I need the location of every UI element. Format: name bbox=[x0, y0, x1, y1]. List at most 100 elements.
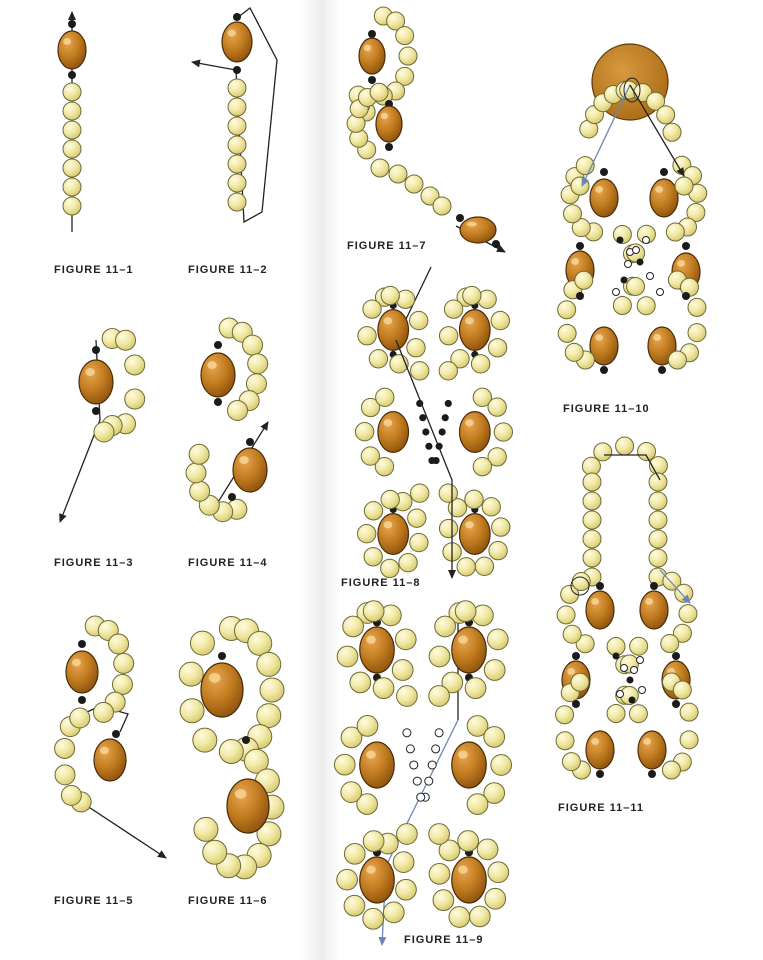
yellow-bead bbox=[356, 793, 378, 815]
yellow-bead bbox=[646, 91, 666, 111]
amber-bead-highlight bbox=[591, 598, 600, 605]
yellow-bead bbox=[438, 483, 458, 503]
yellow-bead bbox=[115, 329, 137, 351]
seed-bead bbox=[68, 71, 76, 79]
yellow-bead bbox=[410, 361, 430, 381]
yellow-bead bbox=[60, 784, 82, 806]
yellow-bead bbox=[466, 715, 489, 737]
amber-oval-bead bbox=[200, 352, 236, 398]
seed-bead bbox=[419, 414, 427, 422]
yellow-bead bbox=[556, 605, 576, 625]
seed-bead bbox=[368, 30, 376, 38]
yellow-bead bbox=[396, 823, 418, 845]
yellow-bead bbox=[582, 491, 602, 511]
amber-bead-highlight bbox=[366, 635, 376, 644]
yellow-bead bbox=[432, 889, 455, 912]
yellow-bead bbox=[356, 715, 379, 737]
yellow-bead bbox=[428, 823, 450, 845]
yellow-bead bbox=[226, 399, 248, 421]
yellow-bead bbox=[227, 154, 247, 174]
seed-bead bbox=[444, 399, 452, 408]
amber-oval-bead bbox=[65, 650, 99, 694]
yellow-bead bbox=[247, 630, 273, 656]
yellow-bead bbox=[679, 730, 699, 750]
seed-bead bbox=[92, 346, 100, 354]
seed-bead bbox=[492, 240, 500, 248]
yellow-bead bbox=[563, 204, 583, 224]
amber-oval-bead bbox=[458, 512, 491, 555]
yellow-bead bbox=[202, 839, 228, 865]
yellow-bead bbox=[362, 907, 384, 930]
yellow-bead bbox=[628, 704, 648, 724]
amber-bead-highlight bbox=[208, 672, 221, 683]
yellow-bead bbox=[410, 483, 430, 503]
yellow-bead bbox=[487, 447, 507, 467]
seed-bead bbox=[214, 341, 222, 349]
thread-path bbox=[659, 569, 691, 604]
seed-bead bbox=[246, 438, 254, 446]
seed-bead bbox=[92, 407, 100, 415]
yellow-bead bbox=[555, 705, 575, 725]
yellow-bead bbox=[227, 78, 247, 98]
figure-11-7-caption: FIGURE 11–7 bbox=[347, 240, 427, 252]
yellow-bead bbox=[409, 532, 429, 553]
amber-bead-highlight bbox=[595, 186, 604, 193]
seed-bead bbox=[422, 428, 430, 436]
yellow-bead bbox=[54, 764, 76, 786]
amber-bead-highlight bbox=[234, 788, 247, 799]
amber-bead-highlight bbox=[591, 738, 600, 745]
yellow-bead bbox=[434, 615, 456, 638]
yellow-bead bbox=[466, 793, 489, 815]
figure-11-10-caption: FIGURE 11–10 bbox=[563, 403, 650, 415]
seed-bead-outline bbox=[424, 776, 434, 786]
yellow-bead bbox=[487, 861, 510, 884]
yellow-bead bbox=[472, 456, 493, 477]
yellow-bead bbox=[398, 46, 418, 66]
yellow-bead bbox=[484, 887, 507, 910]
amber-oval-bead bbox=[200, 662, 244, 718]
seed-bead-outline bbox=[624, 260, 632, 268]
yellow-bead bbox=[362, 600, 385, 622]
amber-bead-highlight bbox=[655, 186, 664, 193]
thread-path bbox=[581, 84, 631, 187]
yellow-bead bbox=[648, 491, 668, 511]
amber-oval-bead bbox=[57, 30, 87, 70]
amber-bead-highlight bbox=[458, 635, 468, 644]
seed-bead bbox=[441, 414, 449, 422]
yellow-bead bbox=[179, 698, 205, 724]
seed-bead bbox=[596, 582, 604, 590]
yellow-bead bbox=[391, 659, 414, 681]
yellow-bead bbox=[395, 26, 415, 46]
amber-oval-bead bbox=[78, 359, 114, 405]
yellow-bead bbox=[363, 501, 384, 521]
yellow-bead bbox=[661, 760, 681, 780]
amber-bead-highlight bbox=[380, 112, 389, 120]
yellow-bead bbox=[395, 878, 417, 901]
thread-path bbox=[629, 84, 685, 177]
yellow-bead bbox=[662, 122, 682, 142]
figure-11-2-caption: FIGURE 11–2 bbox=[188, 264, 268, 276]
yellow-bead bbox=[343, 894, 366, 917]
yellow-bead bbox=[388, 164, 408, 184]
seed-bead bbox=[628, 696, 636, 704]
yellow-bead bbox=[637, 441, 657, 461]
amber-bead-highlight bbox=[239, 456, 249, 465]
amber-oval-bead bbox=[458, 411, 491, 454]
yellow-bead bbox=[615, 436, 635, 456]
yellow-bead bbox=[256, 651, 282, 677]
yellow-bead bbox=[486, 628, 509, 651]
yellow-bead bbox=[54, 737, 76, 759]
seed-bead bbox=[385, 143, 393, 151]
yellow-bead bbox=[62, 158, 82, 178]
yellow-bead bbox=[189, 480, 211, 502]
yellow-bead bbox=[62, 139, 82, 159]
yellow-bead bbox=[380, 489, 400, 510]
yellow-bead bbox=[672, 680, 692, 700]
amber-bead-highlight bbox=[465, 521, 474, 529]
figure-11-5-caption: FIGURE 11–5 bbox=[54, 895, 134, 907]
amber-oval-bead bbox=[359, 856, 395, 904]
figure-11-4-caption: FIGURE 11–4 bbox=[188, 557, 268, 569]
seed-bead bbox=[672, 700, 680, 708]
amber-bead-highlight bbox=[63, 38, 72, 45]
amber-bead-highlight bbox=[383, 317, 393, 325]
